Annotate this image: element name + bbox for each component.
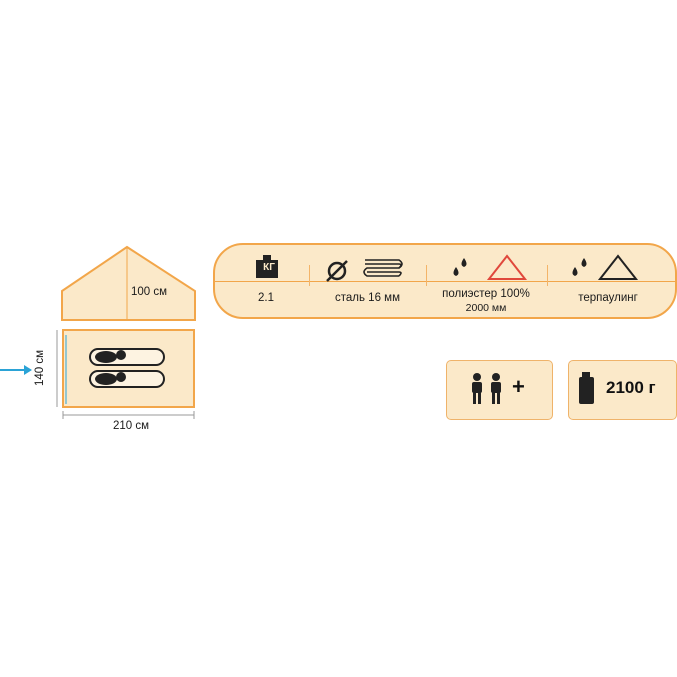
spec-icons [256, 254, 639, 282]
kg-icon-text: КГ [263, 262, 275, 273]
spec-weight-value: 2.1 [258, 292, 274, 304]
spec-separator [309, 265, 310, 286]
tent-floor-view [62, 329, 195, 408]
spec-awning-value: терпаулинг [578, 292, 638, 304]
tent-height-label: 100 см [131, 286, 168, 298]
weight-value: 2100 г [606, 378, 656, 397]
spec-frame-value: сталь 16 мм [335, 292, 400, 304]
spec-floor-subvalue: 2000 мм [465, 302, 507, 314]
floor-triangle-icon [486, 254, 528, 280]
sleeping-bag-icon [89, 370, 165, 388]
spec-separator [547, 265, 548, 286]
water-drops-icon [453, 258, 467, 276]
sleeping-bag-icon [89, 348, 165, 366]
tent-side-view [61, 245, 196, 321]
fabric-triangle-icon [597, 254, 639, 280]
tent-length-label: 210 см [113, 420, 150, 432]
two-persons-icon [472, 373, 501, 404]
spec-panel-divider [215, 281, 675, 282]
tent-width-label: 140 см [34, 349, 46, 387]
weight-box [568, 360, 677, 420]
entrance-arrow-icon [0, 365, 32, 375]
kg-weight-icon [256, 255, 278, 278]
weight-icon [579, 372, 594, 404]
water-drops-icon [572, 258, 587, 276]
capacity-plus: + [512, 374, 525, 399]
pole-sections-icon [363, 259, 403, 277]
spec-floor-value: полиэстер 100% [442, 288, 530, 300]
spec-separator [426, 265, 427, 286]
diameter-icon [326, 260, 348, 282]
